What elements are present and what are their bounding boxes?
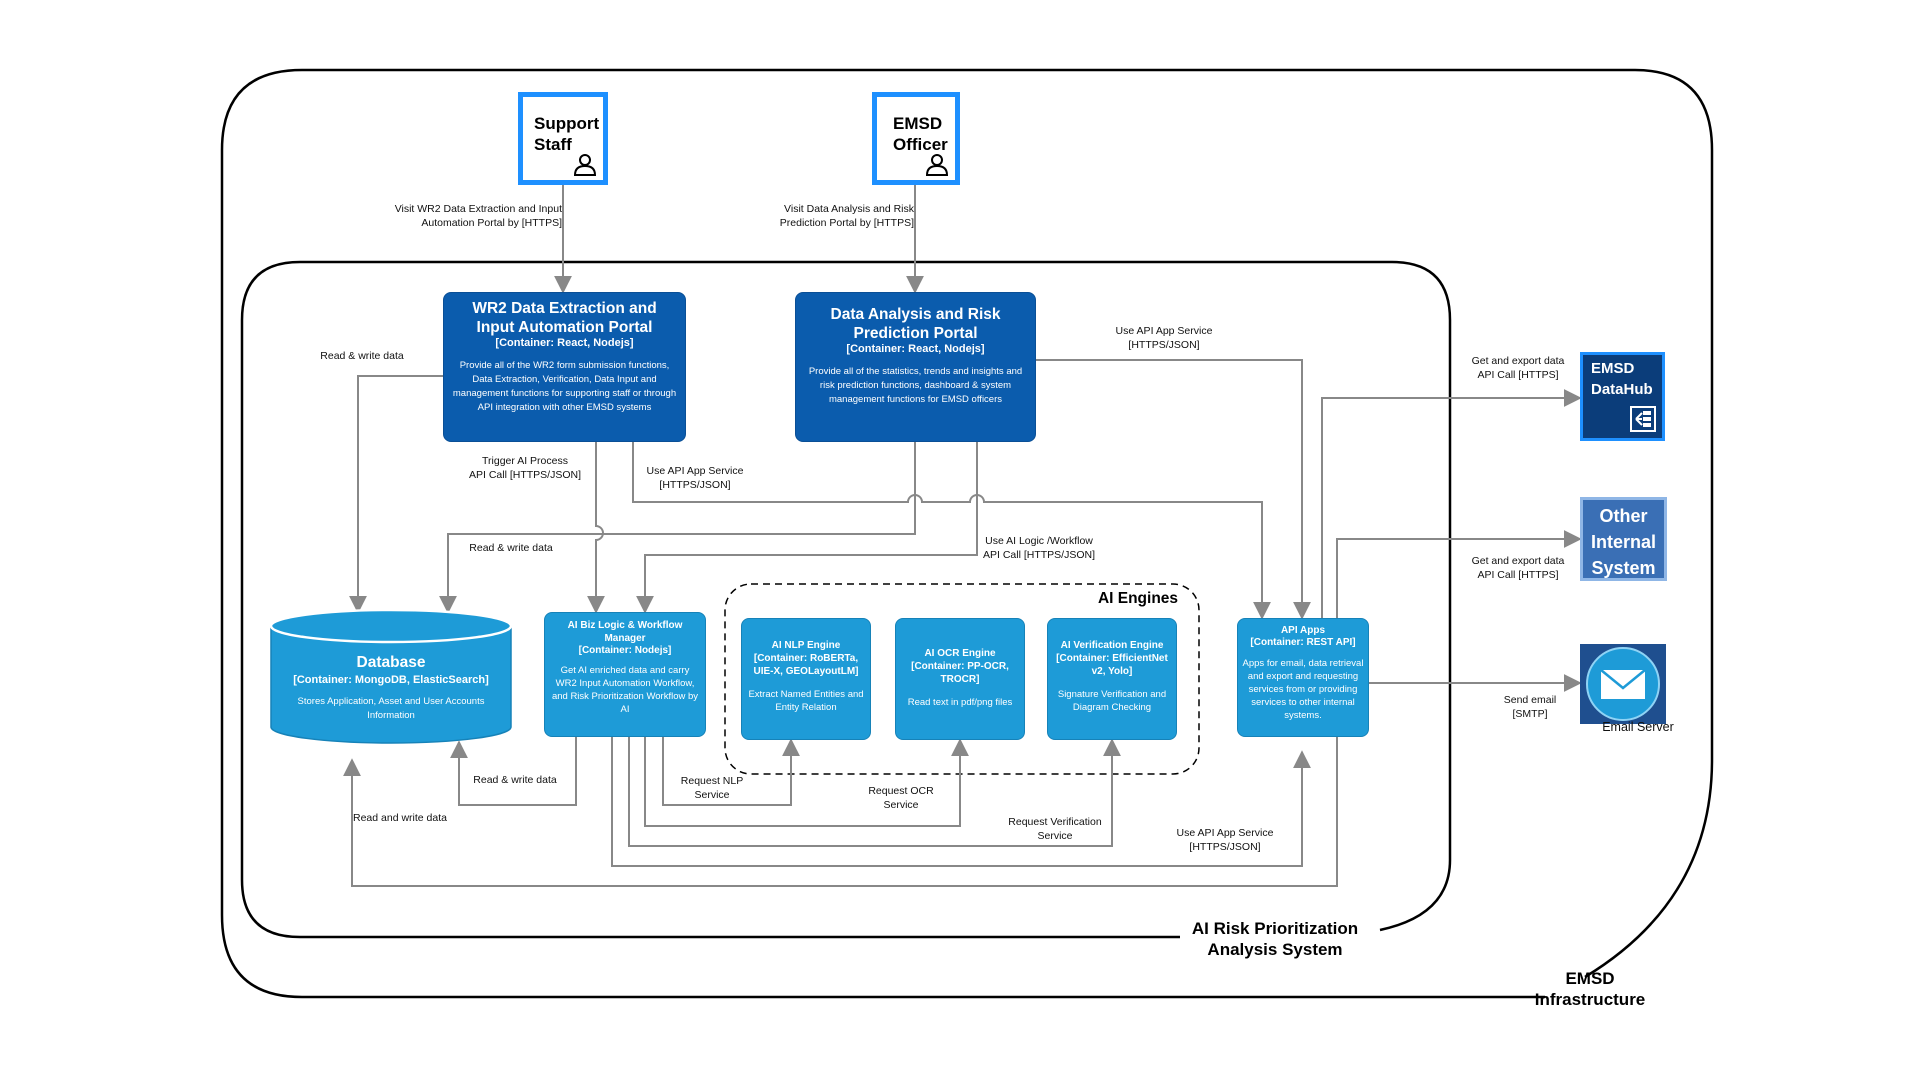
label-email: Send email [SMTP]: [1503, 694, 1557, 720]
wr2-portal-desc: Provide all of the WR2 form submission f…: [452, 360, 677, 413]
arrow-api-to-db: [343, 737, 1338, 887]
label-support-to-wr2: Visit WR2 Data Extraction and Input Auto…: [394, 203, 562, 229]
arrow-api-to-datahub: [1321, 389, 1582, 618]
datahub-label: EMSD DataHub: [1591, 360, 1653, 398]
wr2-portal-container[interactable]: WR2 Data Extraction and Input Automation…: [443, 292, 686, 442]
label-ver-req: Request Verification Service: [1008, 816, 1102, 842]
infrastructure-boundary-label: EMSD Infrastructure: [1534, 969, 1646, 1009]
arrow-logic-to-api: [611, 737, 1311, 867]
arrow-api-to-other: [1336, 530, 1582, 618]
arrow-wr2-to-db: [349, 375, 443, 614]
support-staff-person[interactable]: Support Staff: [518, 92, 608, 185]
label-api-db: Read and write data: [353, 812, 447, 824]
analysis-portal-desc: Provide all of the statistics, trends an…: [808, 366, 1023, 405]
label-analysis-logic: Use AI Logic /Workflow API Call [HTTPS/J…: [982, 535, 1096, 561]
biz-logic-title: AI Biz Logic & Workflow Manager: [567, 620, 683, 644]
label-wr2-db: Read & write data: [320, 350, 404, 362]
nlp-engine-desc: Extract Named Entities and Entity Relati…: [748, 689, 864, 713]
arrow-logic-to-verification: [628, 737, 1121, 847]
api-apps-tech: [Container: REST API]: [1250, 637, 1356, 648]
arrow-analysis-to-api: [1036, 359, 1311, 620]
email-server-label: Email Server: [1602, 720, 1674, 734]
wr2-portal-tech: [Container: React, Nodejs]: [495, 337, 634, 349]
label-analysis-db: Read & write data: [469, 542, 553, 554]
arrow-logic-to-db: [450, 737, 577, 806]
verification-engine-title: AI Verification Engine: [1060, 640, 1164, 651]
emsd-officer-label: EMSD Officer: [893, 114, 948, 154]
person-icon: [925, 154, 949, 176]
database-desc: Stores Application, Asset and User Accou…: [297, 696, 485, 721]
analysis-portal-title: Data Analysis and Risk Prediction Portal: [830, 306, 1001, 342]
emsd-officer-person[interactable]: EMSD Officer: [872, 92, 960, 185]
analysis-portal-tech: [Container: React, Nodejs]: [846, 343, 985, 355]
api-apps-container[interactable]: API Apps [Container: REST API] Apps for …: [1237, 618, 1369, 737]
ai-engines-boundary: [724, 583, 1200, 775]
label-other-system: Get and export data API Call [HTTPS]: [1471, 555, 1565, 581]
ocr-engine-desc: Read text in pdf/png files: [907, 697, 1013, 708]
arrow-logic-to-nlp: [662, 737, 800, 806]
datahub-icon: [1630, 406, 1656, 432]
other-internal-system[interactable]: Other Internal System: [1580, 497, 1667, 581]
arrow-analysis-to-logic: [636, 442, 978, 614]
ocr-engine-title: AI OCR Engine: [924, 648, 996, 659]
arrow-analysis-to-db: [439, 442, 916, 614]
verification-engine-container[interactable]: AI Verification Engine [Container: Effic…: [1047, 618, 1177, 740]
database-cylinder[interactable]: [269, 608, 513, 744]
label-wr2-trigger: Trigger AI Process API Call [HTTPS/JSON]: [468, 455, 582, 481]
label-wr2-api: Use API App Service [HTTPS/JSON]: [646, 465, 744, 491]
label-logic-db: Read & write data: [473, 774, 557, 786]
arrow-logic-to-ocr: [644, 737, 969, 827]
person-icon: [573, 154, 597, 176]
datahub-system[interactable]: EMSD DataHub: [1580, 352, 1665, 441]
database-tech: [Container: MongoDB, ElasticSearch]: [293, 674, 489, 686]
nlp-engine-tech: [Container: RoBERTa, UIE-X, GEOLayoutLM]: [753, 653, 859, 677]
support-staff-label: Support Staff: [534, 114, 600, 154]
nlp-engine-title: AI NLP Engine: [771, 640, 841, 651]
api-apps-title: API Apps: [1280, 625, 1326, 636]
label-ocr-req: Request OCR Service: [868, 785, 934, 811]
arrow-wr2-to-api: [632, 442, 1271, 620]
wr2-portal-title: WR2 Data Extraction and Input Automation…: [472, 300, 657, 336]
label-officer-to-analysis: Visit Data Analysis and Risk Prediction …: [779, 203, 914, 229]
biz-logic-container[interactable]: AI Biz Logic & Workflow Manager [Contain…: [544, 612, 706, 737]
other-system-label: Other Internal System: [1590, 506, 1656, 578]
ocr-engine-tech: [Container: PP-OCR, TROCR]: [911, 661, 1009, 685]
system-boundary-label: AI Risk Prioritization Analysis System: [1191, 919, 1359, 959]
infrastructure-boundary: [220, 68, 1714, 999]
database-text: Database [Container: MongoDB, ElasticSea…: [275, 654, 507, 723]
biz-logic-tech: [Container: Nodejs]: [578, 645, 672, 656]
nlp-engine-container[interactable]: AI NLP Engine [Container: RoBERTa, UIE-X…: [741, 618, 871, 740]
verification-engine-desc: Signature Verification and Diagram Check…: [1057, 689, 1167, 713]
email-server-system[interactable]: [1580, 644, 1666, 724]
system-boundary: [240, 260, 1452, 939]
analysis-portal-container[interactable]: Data Analysis and Risk Prediction Portal…: [795, 292, 1036, 442]
label-analysis-api: Use API App Service [HTTPS/JSON]: [1115, 325, 1213, 351]
arrow-wr2-to-logic: [587, 442, 605, 614]
label-nlp-req: Request NLP Service: [680, 775, 744, 801]
ocr-engine-container[interactable]: AI OCR Engine [Container: PP-OCR, TROCR]…: [895, 618, 1025, 740]
label-logic-api: Use API App Service [HTTPS/JSON]: [1176, 827, 1274, 853]
envelope-icon: [1586, 647, 1660, 721]
api-apps-desc: Apps for email, data retrieval and expor…: [1242, 658, 1364, 721]
verification-engine-tech: [Container: EfficientNet v2, Yolo]: [1056, 653, 1168, 677]
ai-engines-label: AI Engines: [1097, 590, 1179, 607]
label-datahub: Get and export data API Call [HTTPS]: [1471, 355, 1565, 381]
database-title: Database: [356, 654, 426, 671]
biz-logic-desc: Get AI enriched data and carry WR2 Input…: [551, 665, 699, 715]
